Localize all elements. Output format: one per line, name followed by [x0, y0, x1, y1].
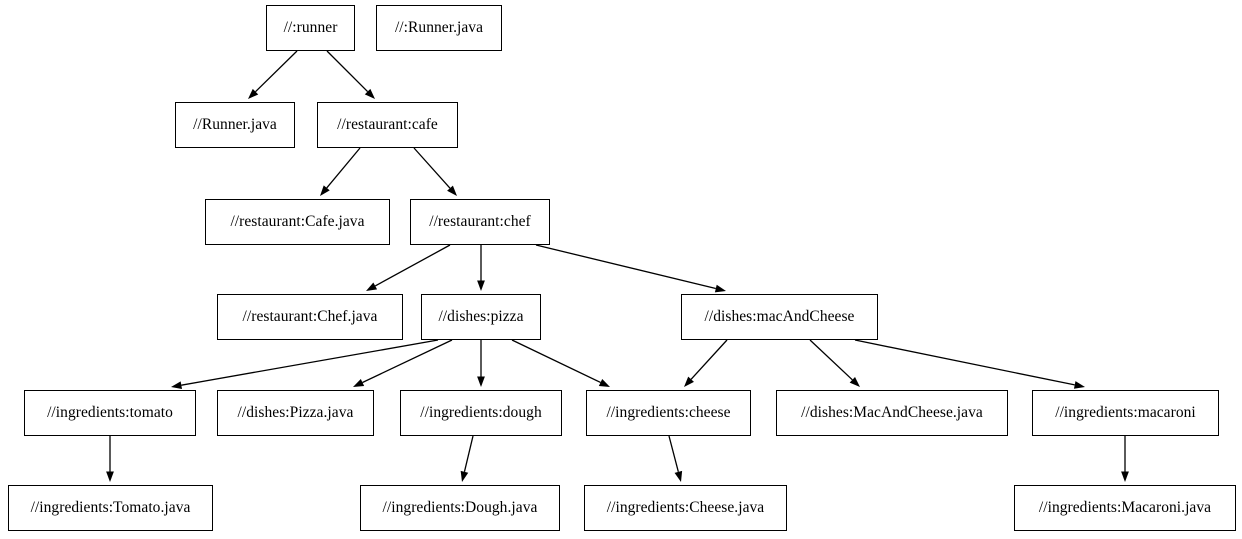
graph-node-ingredients_cheese[interactable]: //ingredients:cheese	[586, 390, 751, 436]
graph-edge-restaurant_chef-to-dishes_pizza	[477, 245, 485, 291]
graph-node-label: //restaurant:chef	[429, 213, 531, 231]
edge-line	[854, 339, 1075, 386]
edge-line	[668, 435, 679, 473]
graph-edge-dishes_macandcheese-to-ingredients_macaroni	[854, 339, 1085, 389]
graph-edge-runner-to-restaurant_cafe	[326, 50, 375, 99]
graph-node-runner_java_root[interactable]: //:Runner.java	[376, 5, 502, 51]
graph-node-label: //:Runner.java	[394, 19, 484, 37]
graph-node-label: //ingredients:macaroni	[1055, 404, 1196, 422]
edge-arrowhead-icon	[477, 280, 485, 291]
graph-node-ingredients_tomato[interactable]: //ingredients:tomato	[24, 390, 196, 436]
edge-line	[413, 147, 451, 189]
edge-line	[535, 244, 716, 290]
edge-arrowhead-icon	[171, 381, 183, 390]
graph-edge-ingredients_cheese-to-cheese_java	[668, 435, 683, 482]
graph-edge-dishes_pizza-to-ingredients_dough	[477, 340, 485, 387]
graph-edge-ingredients_macaroni-to-macaroni_java	[1121, 436, 1129, 482]
edge-line	[690, 339, 728, 380]
edge-line	[511, 339, 601, 384]
edge-line	[326, 147, 361, 189]
graph-node-runner[interactable]: //:runner	[266, 5, 355, 51]
graph-node-label: //Runner.java	[193, 116, 277, 134]
graph-node-label: //restaurant:cafe	[337, 116, 438, 134]
edge-line	[362, 339, 453, 384]
edge-arrowhead-icon	[477, 376, 485, 387]
graph-node-label: //ingredients:Cheese.java	[606, 499, 765, 517]
edge-arrowhead-icon	[320, 185, 330, 196]
graph-node-dishes_pizza_java[interactable]: //dishes:Pizza.java	[217, 390, 374, 436]
edge-arrowhead-icon	[714, 284, 726, 293]
edge-line	[463, 435, 474, 472]
graph-node-label: //dishes:MacAndCheese.java	[801, 404, 983, 422]
graph-node-label: //dishes:Pizza.java	[237, 404, 354, 422]
graph-node-label: //dishes:pizza	[438, 308, 524, 326]
edge-line	[374, 244, 451, 287]
graph-node-dough_java[interactable]: //ingredients:Dough.java	[360, 485, 560, 531]
graph-edge-restaurant_chef-to-restaurant_chef_java	[366, 244, 451, 291]
graph-node-macaroni_java[interactable]: //ingredients:Macaroni.java	[1014, 485, 1236, 531]
graph-node-label: //ingredients:Dough.java	[382, 499, 538, 517]
graph-edge-dishes_pizza-to-dishes_pizza_java	[353, 339, 453, 387]
graph-edge-restaurant_cafe-to-restaurant_chef	[413, 147, 457, 196]
edge-arrowhead-icon	[364, 88, 375, 99]
graph-node-runner_java[interactable]: //Runner.java	[175, 102, 295, 148]
graph-node-cheese_java[interactable]: //ingredients:Cheese.java	[584, 485, 787, 531]
edge-line	[809, 339, 853, 381]
graph-edge-ingredients_tomato-to-tomato_java	[106, 436, 114, 482]
graph-edge-runner-to-runner_java	[248, 50, 298, 99]
graph-node-dishes_mac_java[interactable]: //dishes:MacAndCheese.java	[776, 390, 1008, 436]
graph-node-label: //ingredients:cheese	[606, 404, 731, 422]
edge-arrowhead-icon	[674, 470, 683, 482]
graph-node-ingredients_macaroni[interactable]: //ingredients:macaroni	[1032, 390, 1219, 436]
graph-node-ingredients_dough[interactable]: //ingredients:dough	[400, 390, 562, 436]
edge-arrowhead-icon	[106, 471, 114, 482]
edge-line	[326, 50, 369, 93]
edge-arrowhead-icon	[684, 376, 694, 387]
graph-node-tomato_java[interactable]: //ingredients:Tomato.java	[8, 485, 213, 531]
graph-node-restaurant_cafe[interactable]: //restaurant:cafe	[317, 102, 458, 148]
edge-line	[255, 50, 298, 93]
graph-node-restaurant_chef[interactable]: //restaurant:chef	[410, 199, 550, 245]
graph-node-label: //ingredients:Tomato.java	[30, 499, 191, 517]
graph-node-label: //ingredients:tomato	[47, 404, 173, 422]
edge-arrowhead-icon	[353, 378, 365, 387]
graph-edge-dishes_pizza-to-ingredients_tomato	[171, 339, 439, 390]
graph-node-dishes_macandcheese[interactable]: //dishes:macAndCheese	[681, 294, 878, 340]
graph-edge-dishes_macandcheese-to-ingredients_cheese	[684, 339, 728, 387]
edge-arrowhead-icon	[447, 185, 457, 196]
graph-edge-dishes_macandcheese-to-dishes_mac_java	[809, 339, 860, 387]
edge-arrowhead-icon	[598, 378, 610, 387]
graph-edge-dishes_pizza-to-ingredients_cheese	[511, 339, 610, 387]
graph-edge-restaurant_cafe-to-restaurant_cafe_java	[320, 147, 361, 196]
edge-arrowhead-icon	[366, 282, 378, 291]
graph-node-label: //restaurant:Cafe.java	[230, 213, 365, 231]
edge-arrowhead-icon	[1073, 381, 1085, 389]
graph-edge-restaurant_chef-to-dishes_macandcheese	[535, 244, 726, 293]
graph-node-label: //ingredients:Macaroni.java	[1038, 499, 1212, 517]
graph-edge-ingredients_dough-to-dough_java	[460, 435, 474, 482]
graph-node-restaurant_cafe_java[interactable]: //restaurant:Cafe.java	[205, 199, 390, 245]
edge-arrowhead-icon	[1121, 471, 1129, 482]
edge-line	[181, 339, 439, 386]
edge-arrowhead-icon	[460, 470, 469, 482]
graph-node-label: //restaurant:Chef.java	[242, 308, 378, 326]
edge-arrowhead-icon	[849, 376, 860, 387]
edge-arrowhead-icon	[248, 88, 259, 99]
graph-node-restaurant_chef_java[interactable]: //restaurant:Chef.java	[217, 294, 403, 340]
graph-node-label: //dishes:macAndCheese	[704, 308, 855, 326]
graph-node-label: //:runner	[283, 19, 338, 37]
graph-node-dishes_pizza[interactable]: //dishes:pizza	[421, 294, 541, 340]
graph-node-label: //ingredients:dough	[420, 404, 542, 422]
